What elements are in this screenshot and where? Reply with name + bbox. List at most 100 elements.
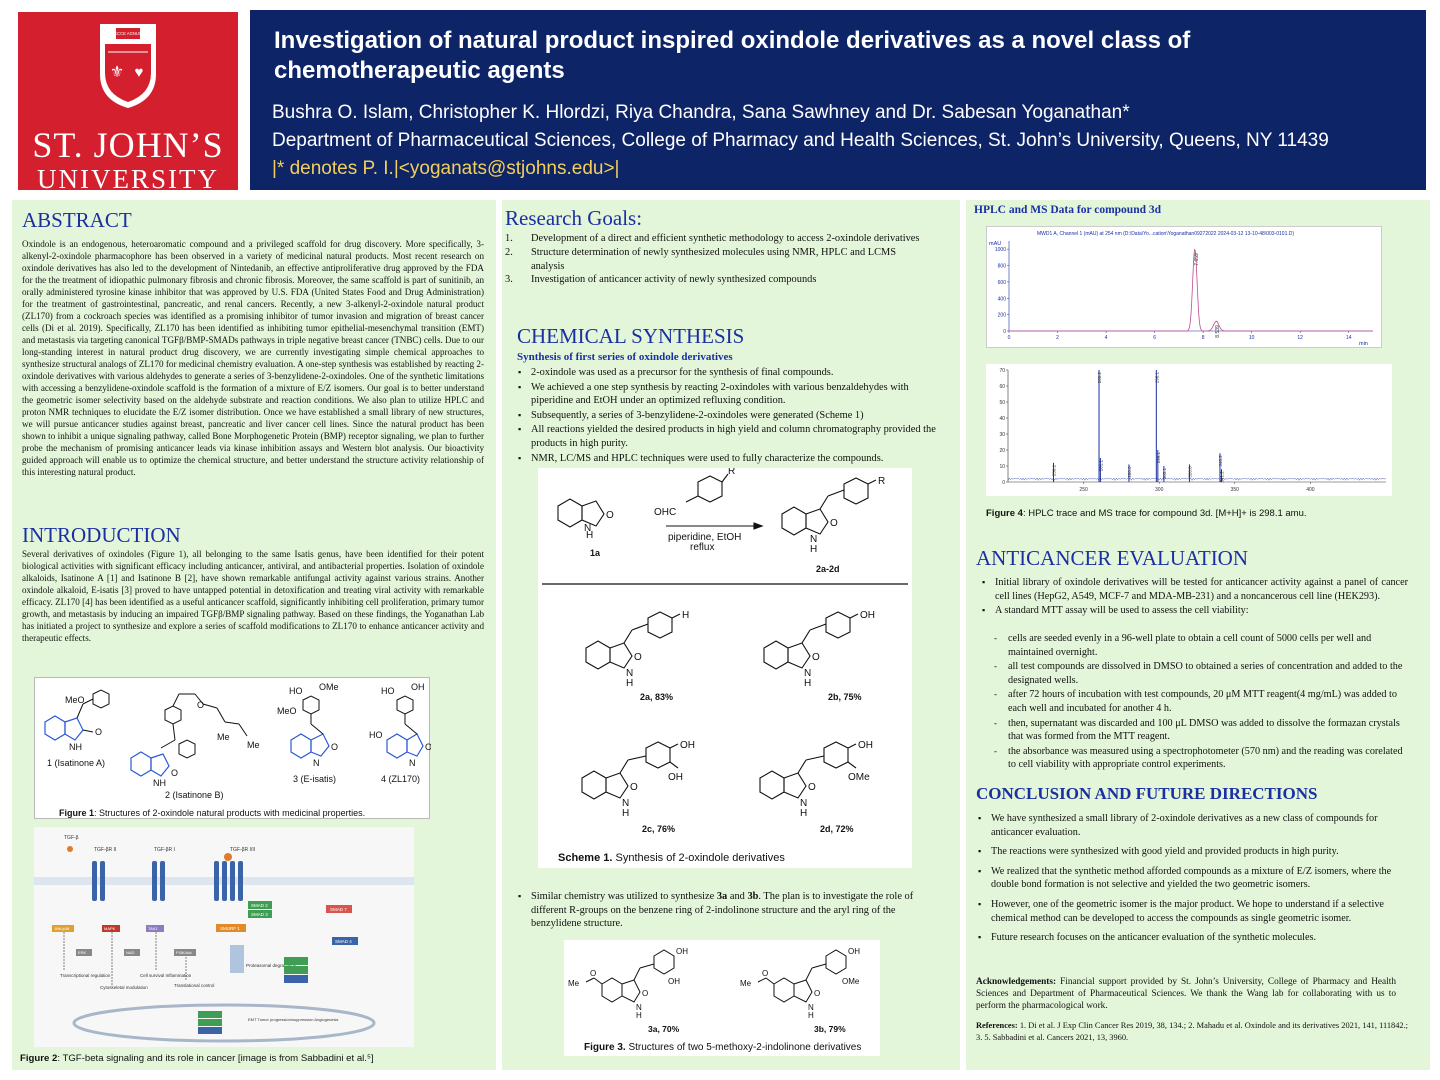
abstract-text: Oxindole is an endogenous, heteroaromati… bbox=[22, 239, 484, 477]
svg-text:piperidine, EtOH: piperidine, EtOH bbox=[668, 532, 741, 543]
svg-text:N: N bbox=[804, 668, 811, 679]
scheme1-reaction: O H N OHC R R O N H piperidine, EtOH ref… bbox=[542, 466, 908, 834]
svg-text:OHC: OHC bbox=[654, 507, 676, 518]
logo-name-line1: ST. JOHN’S bbox=[32, 125, 224, 165]
svg-text:H: H bbox=[808, 1011, 814, 1020]
figure1-label-4: 4 (ZL170) bbox=[381, 774, 420, 784]
hplc-y-tick-label: 400 bbox=[998, 296, 1007, 302]
svg-text:SMAD 7: SMAD 7 bbox=[330, 907, 347, 912]
svg-text:TGF-β: TGF-β bbox=[64, 835, 79, 841]
figure3-caption: Figure 3. Structures of two 5-methoxy-2-… bbox=[584, 1042, 862, 1053]
svg-text:O: O bbox=[95, 727, 102, 737]
conclusion-list: We have synthesized a small library of 2… bbox=[976, 812, 1408, 946]
svg-text:Cell survival Inflammation: Cell survival Inflammation bbox=[140, 973, 192, 978]
svg-text:OH: OH bbox=[411, 682, 425, 692]
research-goal-item: 2.Structure determination of newly synth… bbox=[505, 246, 897, 272]
scheme1-panel: O H N OHC R R O N H piperidine, EtOH ref… bbox=[538, 466, 912, 868]
department-affiliation: Department of Pharmaceutical Sciences, C… bbox=[272, 130, 1329, 151]
svg-text:Me: Me bbox=[247, 740, 260, 750]
poster-header: Investigation of natural product inspire… bbox=[250, 10, 1426, 190]
svg-text:OMe: OMe bbox=[842, 977, 860, 986]
hplc-x-tick-label: 14 bbox=[1346, 335, 1352, 341]
synthesis-item: 2-oxindole was used as a precursor for t… bbox=[516, 366, 944, 380]
ms-peak-label: 341.2 bbox=[1219, 471, 1224, 483]
svg-text:OMe: OMe bbox=[848, 772, 870, 783]
ms-y-tick-label: 50 bbox=[999, 400, 1005, 406]
conclusion-item: The reactions were synthesized with good… bbox=[976, 845, 1408, 859]
mtt-step: after 72 hours of incubation with test c… bbox=[980, 688, 1408, 715]
svg-text:OH: OH bbox=[668, 977, 680, 986]
conclusion-heading: CONCLUSION AND FUTURE DIRECTIONS bbox=[976, 784, 1318, 803]
author-list: Bushra O. Islam, Christopher K. Hlordzi,… bbox=[272, 102, 1130, 123]
hplc-x-tick-label: 4 bbox=[1105, 335, 1108, 341]
svg-text:H: H bbox=[810, 544, 817, 555]
svg-text:O: O bbox=[808, 782, 816, 793]
svg-text:N: N bbox=[409, 758, 416, 768]
ms-peak-label: 230.1 bbox=[1052, 464, 1057, 476]
svg-text:O: O bbox=[814, 989, 820, 998]
svg-text:O: O bbox=[197, 700, 204, 710]
ms-x-tick-label: 350 bbox=[1231, 487, 1240, 493]
figure2-panel: TGF-β TGF-βR II TGF-βR I TGF-βR I/II SMA… bbox=[20, 827, 414, 1064]
svg-text:O: O bbox=[762, 969, 768, 978]
ms-peak-label: 303.1 bbox=[1162, 468, 1167, 480]
figure3-panel: Me O OH OH O N H Me O OH OMe O N H 3a, 7… bbox=[564, 940, 880, 1056]
hplc-trace-panel: MWD1 A, Channel 1 (mAU) at 254 nm (D:\Da… bbox=[986, 226, 1382, 348]
svg-text:O: O bbox=[171, 768, 178, 778]
svg-text:NAD: NAD bbox=[126, 950, 135, 955]
svg-text:♥: ♥ bbox=[135, 64, 144, 81]
svg-text:OMe: OMe bbox=[319, 682, 339, 692]
svg-text:ERK: ERK bbox=[78, 950, 87, 955]
anticancer-item: Initial library of oxindole derivatives … bbox=[980, 576, 1408, 603]
svg-text:OH: OH bbox=[848, 947, 860, 956]
svg-text:HO: HO bbox=[289, 686, 303, 696]
svg-text:O: O bbox=[812, 652, 820, 663]
svg-text:N: N bbox=[313, 758, 320, 768]
svg-text:NH: NH bbox=[69, 742, 82, 752]
svg-text:2b, 75%: 2b, 75% bbox=[828, 692, 862, 702]
svg-text:HO: HO bbox=[381, 686, 395, 696]
ms-y-tick-label: 40 bbox=[999, 416, 1005, 422]
svg-text:N: N bbox=[810, 534, 817, 545]
svg-text:N: N bbox=[636, 1003, 642, 1012]
right-column: HPLC and MS Data for compound 3d MWD1 A,… bbox=[966, 200, 1430, 1070]
shield-crest-icon: ECCE AGNUS ⚜ ♥ bbox=[100, 24, 156, 108]
svg-text:N: N bbox=[808, 1003, 814, 1012]
svg-text:H: H bbox=[804, 678, 811, 689]
svg-text:OH: OH bbox=[676, 947, 688, 956]
figure1-panel: MeO O NH 1 (Isatinone A) bbox=[34, 677, 432, 819]
svg-text:Me: Me bbox=[568, 979, 580, 988]
introduction-text: Several derivatives of oxindoles (Figure… bbox=[22, 549, 484, 643]
svg-text:2a, 83%: 2a, 83% bbox=[640, 692, 673, 702]
svg-text:2d, 72%: 2d, 72% bbox=[820, 824, 854, 834]
hplc-y-tick-label: 1000 bbox=[995, 247, 1006, 253]
hplc-y-tick-label: 600 bbox=[998, 280, 1007, 286]
anticancer-heading: ANTICANCER EVALUATION bbox=[976, 546, 1249, 570]
hplc-xlabel: min bbox=[1359, 341, 1368, 347]
logo-name-line2: UNIVERSITY bbox=[37, 164, 219, 194]
middle-column: Research Goals: 1.Development of a direc… bbox=[502, 200, 960, 1070]
svg-text:OH: OH bbox=[860, 610, 875, 621]
figure1-label-3: 3 (E-isatis) bbox=[293, 774, 336, 784]
mtt-step: all test compounds are dissolved in DMSO… bbox=[980, 660, 1408, 687]
svg-text:Me: Me bbox=[740, 979, 752, 988]
svg-text:TAK1: TAK1 bbox=[148, 926, 158, 931]
figure1-label-1: 1 (Isatinone A) bbox=[47, 758, 105, 768]
figure2-tgf-pathway-diagram: TGF-β TGF-βR II TGF-βR I TGF-βR I/II SMA… bbox=[34, 827, 414, 1047]
figure1-caption: Figure 1: Structures of 2-oxindole natur… bbox=[59, 808, 366, 818]
left-column: ABSTRACT Oxindole is an endogenous, hete… bbox=[12, 200, 496, 1070]
ms-y-tick-label: 10 bbox=[999, 464, 1005, 470]
svg-text:R: R bbox=[728, 468, 735, 477]
hplc-trace-title: MWD1 A, Channel 1 (mAU) at 254 nm (D:\Da… bbox=[1037, 231, 1294, 237]
university-logo: ECCE AGNUS ⚜ ♥ ST. JOHN’S UNIVERSITY bbox=[18, 12, 238, 194]
svg-text:O: O bbox=[630, 782, 638, 793]
mtt-steps-list: cells are seeded evenly in a 96-well pla… bbox=[980, 632, 1408, 773]
ms-peak-label: 280.0 bbox=[1127, 466, 1132, 478]
svg-text:H: H bbox=[800, 808, 807, 819]
svg-text:MAPK: MAPK bbox=[104, 926, 116, 931]
svg-text:NH: NH bbox=[153, 778, 166, 788]
mtt-step: the absorbance was measured using a spec… bbox=[980, 745, 1408, 772]
synthesis-item: We achieved a one step synthesis by reac… bbox=[516, 381, 944, 408]
ms-x-tick-label: 250 bbox=[1079, 487, 1088, 493]
